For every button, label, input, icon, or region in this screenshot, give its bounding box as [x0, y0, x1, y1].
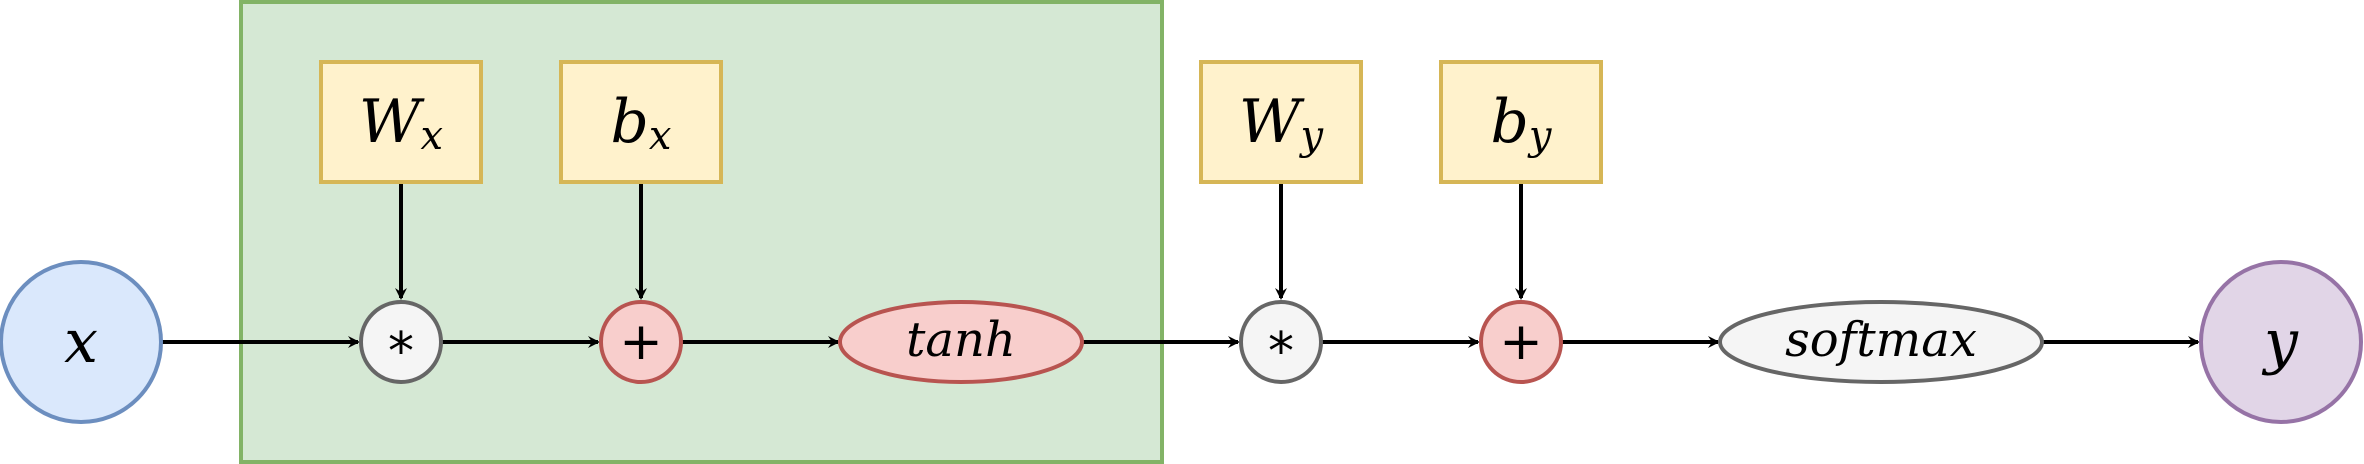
input-node-x: x — [0, 260, 163, 424]
param-by-label: by — [1490, 87, 1552, 159]
param-wy-label: Wy — [1239, 87, 1325, 159]
tanh-node-shape — [838, 300, 1084, 384]
output-label: y — [2261, 307, 2299, 377]
edges — [161, 182, 2200, 348]
param-bx-box — [559, 60, 723, 184]
input-label: x — [64, 307, 98, 377]
tanh-label: tanh — [906, 312, 1016, 368]
param-by-box — [1439, 60, 1603, 184]
param-bx: bx — [559, 60, 723, 184]
multiply-node-2: * — [1239, 300, 1323, 384]
multiply-node-1: * — [359, 300, 443, 384]
param-wx-label: Wx — [359, 87, 443, 159]
param-wx: Wx — [319, 60, 483, 184]
softmax-node: softmax — [1718, 300, 2044, 384]
multiply-node-1-shape — [359, 300, 443, 384]
param-wy-box — [1199, 60, 1363, 184]
multiply-node-2-shape — [1239, 300, 1323, 384]
param-wx-box — [319, 60, 483, 184]
multiply-symbol: * — [1268, 322, 1294, 382]
add-node-2-shape — [1479, 300, 1563, 384]
add-node-2: + — [1479, 300, 1563, 384]
softmax-label: softmax — [1785, 312, 1977, 368]
add-node-1-shape — [599, 300, 683, 384]
param-bx-label: bx — [611, 87, 672, 159]
add-node-1: + — [599, 300, 683, 384]
add-symbol: + — [1499, 312, 1543, 372]
add-symbol: + — [619, 312, 663, 372]
param-wy: Wy — [1199, 60, 1363, 184]
softmax-node-shape — [1718, 300, 2044, 384]
output-node-y: y — [2199, 260, 2363, 424]
output-node-shape — [2199, 260, 2363, 424]
input-node-shape — [0, 260, 163, 424]
param-by: by — [1439, 60, 1603, 184]
tanh-node: tanh — [838, 300, 1084, 384]
multiply-symbol: * — [388, 322, 414, 382]
